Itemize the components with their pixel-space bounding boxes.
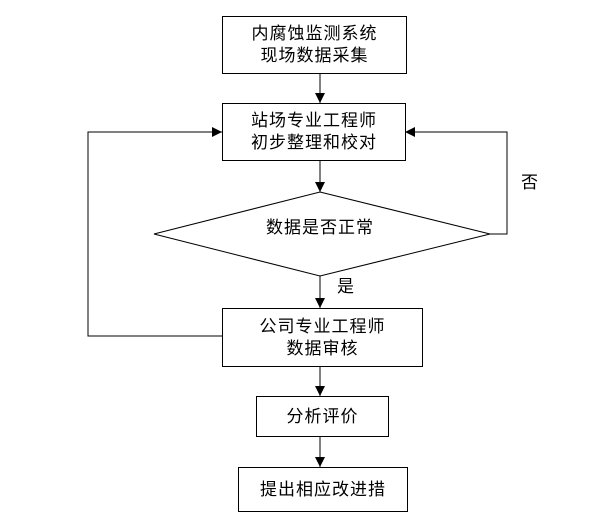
edge-label-yes: 是 [337,277,354,297]
decision-label: 数据是否正常 [266,218,374,238]
node-data-review: 公司专业工程师 数据审核 [222,308,423,367]
arrow-decision-no-loop [405,127,508,235]
node-improvement-measures: 提出相应改进措 [238,467,408,512]
node-preliminary-check: 站场专业工程师 初步整理和校对 [222,103,406,161]
node-improvement-measures-text: 提出相应改进措 [260,479,386,500]
node-data-collection-line1: 内腐蚀监测系统 [251,24,378,44]
node-data-review-line1: 公司专业工程师 [259,316,386,337]
node-preliminary-check-line1: 站场专业工程师 [251,111,377,131]
node-data-collection: 内腐蚀监测系统 现场数据采集 [222,16,407,74]
node-data-collection-line2: 现场数据采集 [260,46,369,66]
arrow-review-feedback-loop [87,127,222,337]
node-analysis: 分析评价 [256,396,389,437]
node-analysis-text: 分析评价 [286,406,359,427]
node-data-review-line2: 数据审核 [286,338,359,359]
node-preliminary-check-line2: 初步整理和校对 [251,133,377,153]
edge-label-no: 否 [521,173,538,193]
